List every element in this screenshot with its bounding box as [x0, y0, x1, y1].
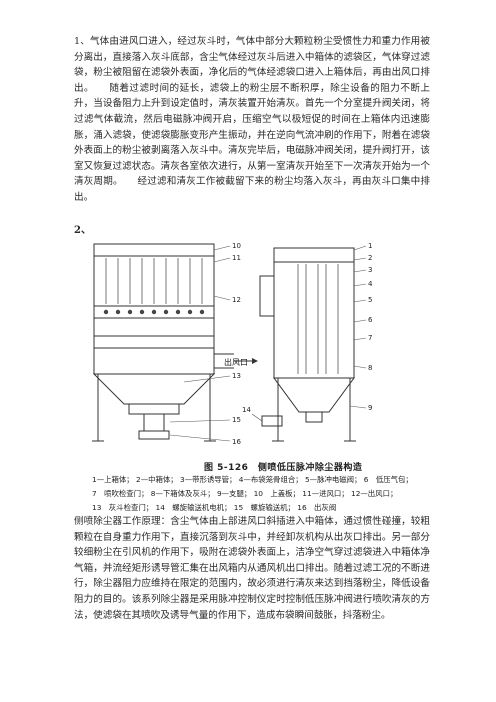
callout-right-3: 3 — [368, 266, 372, 274]
figure-caption-title: 图 5-126 侧喷低压脉冲除尘器构造 — [204, 463, 363, 473]
callout-right-4: 4 — [368, 280, 373, 288]
callout-left-2: 11 — [232, 254, 241, 262]
callout-right-2: 2 — [368, 254, 372, 262]
callout-right-1: 1 — [368, 242, 372, 250]
dust-collector-diagram: 出风口 10 11 12 13 15 16 1 2 3 4 5 6 7 8 9 … — [92, 242, 373, 446]
callout-right-8: 8 — [368, 364, 372, 372]
callout-right-5: 5 — [368, 296, 372, 304]
paragraph-1: 1、气体由进风口进入，经过灰斗时，气体中部分大颗粒粉尘受惯性力和重力作用被分离出… — [74, 36, 430, 203]
section-2-heading: 2、 — [74, 225, 91, 236]
callout-right-14: 14 — [242, 406, 251, 414]
figure-legend-line-1: 1—上箱体； 2—中箱体； 3—带形诱导管； 4—布袋笼骨组合； 5—脉冲电磁阀… — [92, 475, 413, 484]
top-cover-left — [93, 243, 215, 257]
outlet-label: 出风口 — [224, 357, 248, 367]
callout-left-1: 10 — [232, 242, 241, 250]
paragraph-3: 侧喷除尘器工作原理：含尘气体由上部进风口斜插进入中箱体，通过惯性碰撞，较粗颗粒在… — [74, 516, 430, 621]
figure-legend-line-3: 13 灰斗检查门； 14 螺旋输送机电机； 15 螺旋输送机； 16 出灰阀 — [92, 503, 337, 512]
callout-left-6: 16 — [232, 438, 241, 446]
callout-right-7: 7 — [368, 334, 372, 342]
callout-right-9: 9 — [368, 404, 372, 412]
callout-left-3: 12 — [232, 296, 241, 304]
callout-right-6: 6 — [368, 316, 373, 324]
callout-left-4: 13 — [232, 372, 241, 380]
figure-legend-line-2: 7 喷吹检查门； 8—下箱体及灰斗； 9—支腿； 10 上盖板； 11—进风口；… — [92, 489, 398, 498]
callout-left-5: 15 — [232, 416, 241, 424]
